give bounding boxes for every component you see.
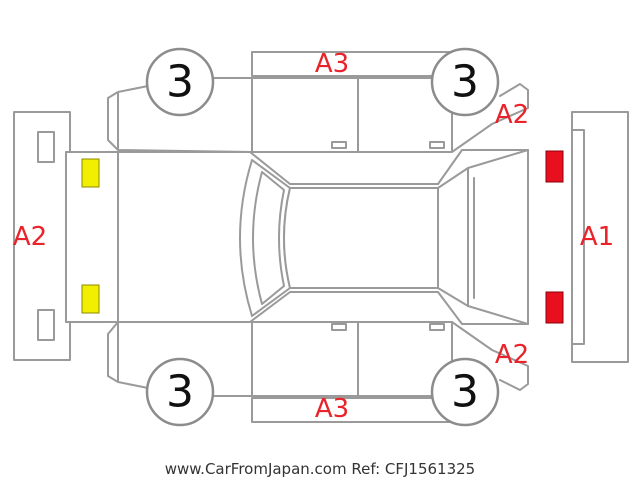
windshield <box>437 167 469 307</box>
wheel-front-bottom: 3 <box>430 357 500 427</box>
door-handle-bottom-rear <box>331 323 347 331</box>
door-handle-top-rear <box>331 141 347 149</box>
wheel-front-top-code: 3 <box>451 57 479 108</box>
roof-side-panel-bottom <box>251 397 453 423</box>
wheel-rear-bottom-code: 3 <box>166 367 194 418</box>
wheel-rear-bottom: 3 <box>145 357 215 427</box>
wheel-rear-top: 3 <box>145 47 215 117</box>
door-handle-bottom-front <box>429 323 445 331</box>
rear-bumper-reflector-bottom <box>37 309 55 341</box>
code-front-fender-top: A2 <box>495 100 529 130</box>
hood-panel <box>467 149 529 325</box>
footer-reference: www.CarFromJapan.com Ref: CFJ1561325 <box>165 460 475 478</box>
rear-window-inner <box>252 171 285 305</box>
marker-front-top <box>545 150 564 183</box>
upper-side-profile <box>107 77 529 153</box>
wheel-front-top: 3 <box>430 47 500 117</box>
marker-rear-top <box>81 158 100 188</box>
wheel-front-bottom-code: 3 <box>451 367 479 418</box>
rear-window <box>239 159 291 317</box>
marker-rear-bottom <box>81 284 100 314</box>
marker-front-bottom <box>545 291 564 324</box>
code-roof-bottom: A3 <box>315 394 349 424</box>
lower-side-profile <box>107 321 529 397</box>
code-rear-bumper: A2 <box>13 222 47 252</box>
door-handle-top-front <box>429 141 445 149</box>
front-bumper-recess <box>571 129 585 345</box>
wheel-rear-top-code: 3 <box>166 57 194 108</box>
code-front-fender-bottom: A2 <box>495 340 529 370</box>
rear-bumper-reflector-top <box>37 131 55 163</box>
roof-panel <box>283 187 439 289</box>
code-roof-top: A3 <box>315 49 349 79</box>
code-front-bumper: A1 <box>580 222 614 252</box>
roof-side-panel-top <box>251 51 453 77</box>
